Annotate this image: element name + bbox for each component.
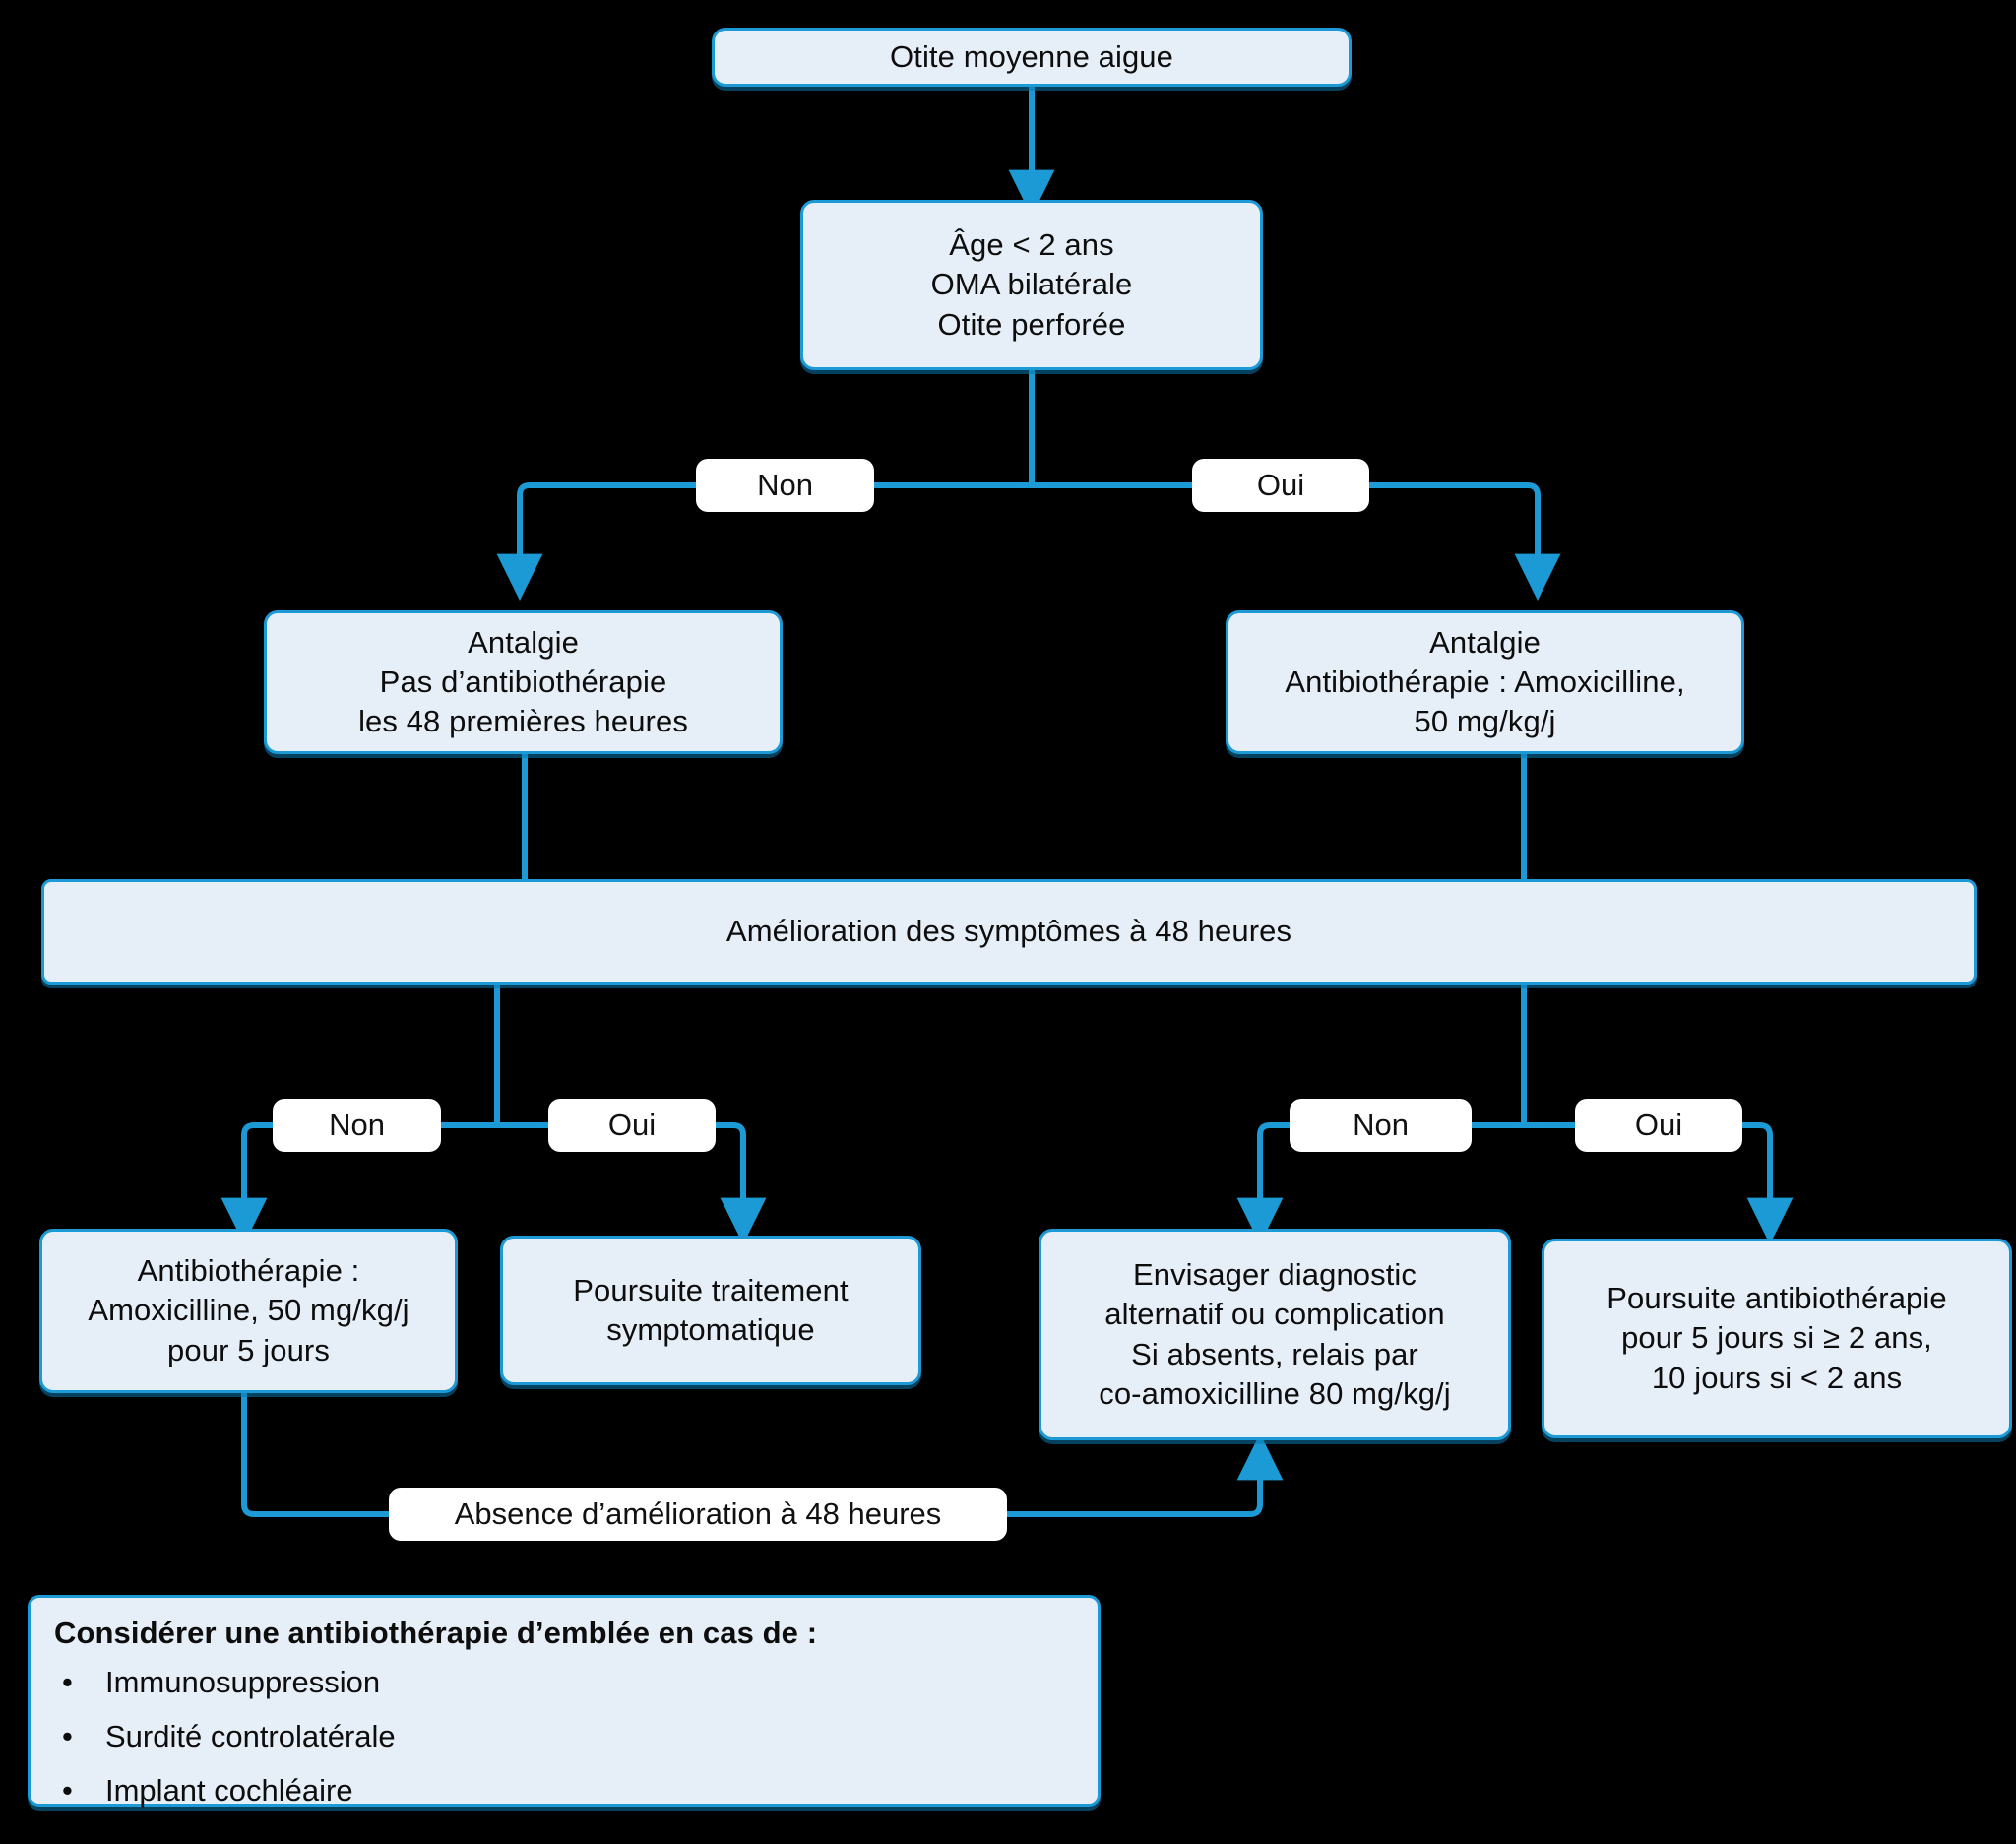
edge-left-yes bbox=[716, 1122, 767, 1245]
edge-right-yes bbox=[1742, 1122, 1794, 1245]
node-left-no-outcome-line-1: Amoxicilline, 50 mg/kg/j bbox=[88, 1293, 410, 1328]
edge-label-right-yes[interactable]: Oui bbox=[1575, 1099, 1742, 1152]
node-left-treatment-line-1: Pas d’antibiothérapie bbox=[379, 664, 667, 699]
node-left-treatment-line-2: les 48 premières heures bbox=[358, 704, 688, 739]
edge-label-criteria-yes[interactable]: Oui bbox=[1192, 459, 1369, 512]
node-right-no-outcome-line-0: Envisager diagnostic bbox=[1132, 1256, 1418, 1292]
legend-item: • Implant cochléaire bbox=[54, 1775, 1074, 1806]
edge-relapse-left bbox=[241, 1393, 389, 1517]
node-criteria[interactable]: Âge < 2 ans OMA bilatérale Otite perforé… bbox=[800, 200, 1263, 370]
node-right-yes-outcome-line-2: 10 jours si < 2 ans bbox=[1651, 1360, 1903, 1395]
edge-label-relapse[interactable]: Absence d’amélioration à 48 heures bbox=[389, 1488, 1007, 1541]
bullet-icon: • bbox=[62, 1719, 73, 1753]
node-right-no-outcome-line-1: alternatif ou complication bbox=[1104, 1297, 1445, 1332]
node-left-no-outcome-line-2: pour 5 jours bbox=[167, 1332, 330, 1367]
legend-item: • Immunosuppression bbox=[54, 1667, 1074, 1697]
edge-label-left-no[interactable]: Non bbox=[273, 1099, 441, 1152]
legend-title: Considérer une antibiothérapie d’emblée … bbox=[54, 1616, 818, 1650]
bullet-icon: • bbox=[62, 1665, 73, 1699]
node-right-treatment-line-2: 50 mg/kg/j bbox=[1414, 704, 1556, 739]
node-right-no-outcome[interactable]: Envisager diagnostic alternatif ou compl… bbox=[1039, 1229, 1511, 1440]
legend-item-label: Immunosuppression bbox=[105, 1665, 381, 1699]
node-left-treatment-line-0: Antalgie bbox=[468, 624, 579, 660]
node-right-yes-outcome-line-1: pour 5 jours si ≥ 2 ans, bbox=[1621, 1320, 1932, 1356]
node-root[interactable]: Otite moyenne aigue bbox=[712, 28, 1352, 87]
node-improvement-bar-line-0: Amélioration des symptômes à 48 heures bbox=[725, 914, 1292, 949]
legend-item-label: Implant cochléaire bbox=[105, 1773, 353, 1808]
node-right-treatment-line-1: Antibiothérapie : Amoxicilline, bbox=[1285, 664, 1685, 699]
node-criteria-line-0: Âge < 2 ans bbox=[949, 227, 1114, 263]
bullet-icon: • bbox=[62, 1773, 73, 1808]
node-left-yes-outcome[interactable]: Poursuite traitement symptomatique bbox=[500, 1236, 921, 1385]
node-left-no-outcome[interactable]: Antibiothérapie : Amoxicilline, 50 mg/kg… bbox=[39, 1229, 458, 1393]
node-criteria-line-1: OMA bilatérale bbox=[930, 267, 1133, 302]
node-right-yes-outcome-line-0: Poursuite antibiothérapie bbox=[1606, 1281, 1947, 1316]
node-right-no-outcome-line-3: co-amoxicilline 80 mg/kg/j bbox=[1099, 1375, 1451, 1411]
legend-list: • Immunosuppression • Surdité controlaté… bbox=[54, 1667, 1074, 1806]
node-left-yes-outcome-line-1: symptomatique bbox=[606, 1312, 815, 1347]
edge-label-criteria-yes-text: Oui bbox=[1256, 468, 1305, 502]
legend-box: Considérer une antibiothérapie d’emblée … bbox=[28, 1595, 1101, 1807]
edge-label-relapse-text: Absence d’amélioration à 48 heures bbox=[454, 1496, 942, 1531]
edge-label-criteria-no-text: Non bbox=[757, 468, 813, 502]
edge-relapse-right bbox=[1007, 1432, 1284, 1517]
node-right-no-outcome-line-2: Si absents, relais par bbox=[1131, 1336, 1418, 1371]
edge-left-no bbox=[220, 1122, 273, 1245]
node-left-yes-outcome-line-0: Poursuite traitement bbox=[573, 1272, 849, 1307]
legend-item: • Surdité controlatérale bbox=[54, 1721, 1074, 1751]
edge-label-right-yes-text: Oui bbox=[1634, 1108, 1683, 1142]
node-improvement-bar[interactable]: Amélioration des symptômes à 48 heures bbox=[41, 879, 1977, 985]
edge-label-left-no-text: Non bbox=[329, 1108, 385, 1142]
node-left-no-outcome-line-0: Antibiothérapie : bbox=[137, 1253, 360, 1289]
edge-label-right-no[interactable]: Non bbox=[1290, 1099, 1472, 1152]
edge-label-left-yes-text: Oui bbox=[607, 1108, 657, 1142]
edge-criteria-yes bbox=[1369, 482, 1561, 602]
node-right-treatment[interactable]: Antalgie Antibiothérapie : Amoxicilline,… bbox=[1226, 610, 1744, 754]
edge-right-no bbox=[1236, 1122, 1290, 1245]
edge-label-right-no-text: Non bbox=[1353, 1108, 1409, 1142]
node-criteria-line-2: Otite perforée bbox=[937, 306, 1126, 342]
edge-label-left-yes[interactable]: Oui bbox=[548, 1099, 716, 1152]
node-right-yes-outcome[interactable]: Poursuite antibiothérapie pour 5 jours s… bbox=[1542, 1239, 2012, 1438]
legend-item-label: Surdité controlatérale bbox=[105, 1719, 396, 1753]
edge-criteria-no bbox=[496, 482, 696, 602]
node-root-line-0: Otite moyenne aigue bbox=[890, 38, 1173, 74]
node-left-treatment[interactable]: Antalgie Pas d’antibiothérapie les 48 pr… bbox=[264, 610, 783, 754]
edge-label-criteria-no[interactable]: Non bbox=[696, 459, 874, 512]
node-right-treatment-line-0: Antalgie bbox=[1429, 624, 1541, 660]
